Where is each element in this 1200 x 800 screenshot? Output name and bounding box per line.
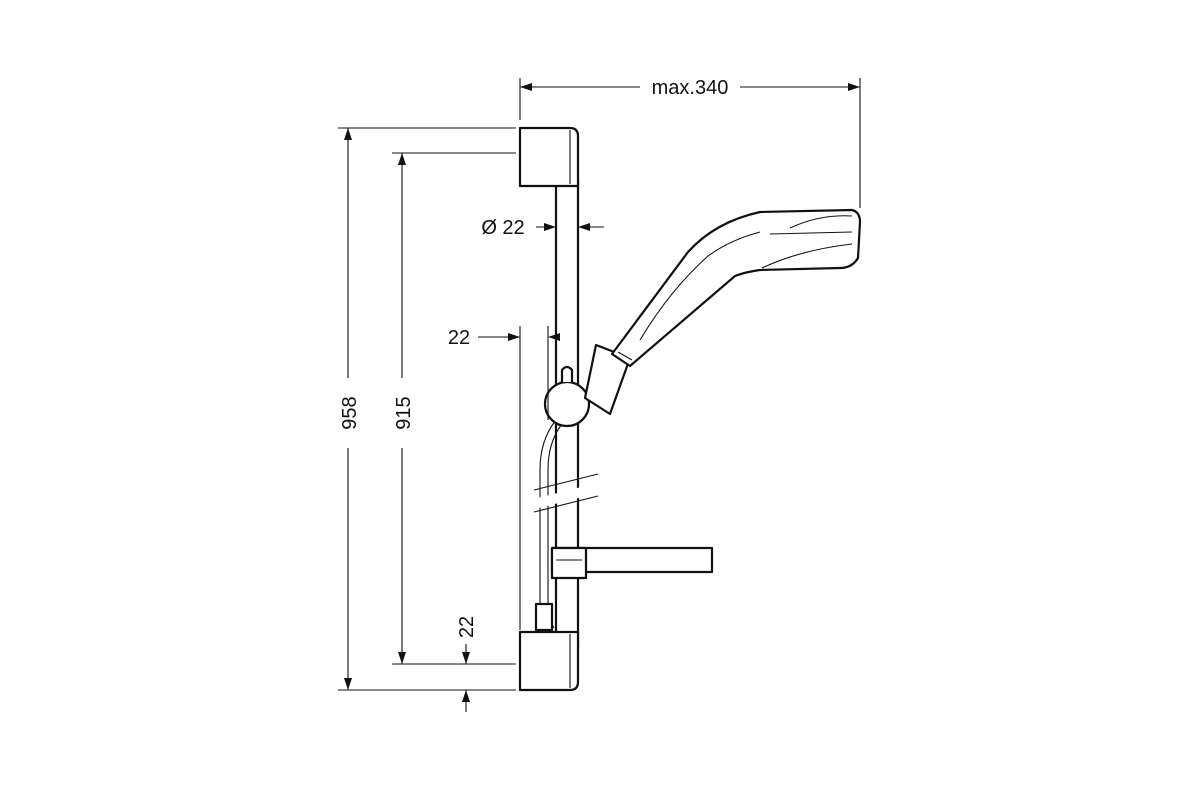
rail-height-label: 915 xyxy=(393,396,415,429)
break-lines xyxy=(533,473,599,513)
hand-shower xyxy=(610,208,862,368)
shower-hose xyxy=(534,419,563,632)
bottom-offset-label: 22 xyxy=(456,616,478,638)
handshower-holder xyxy=(543,343,632,428)
dimension-bottom-offset: 22 xyxy=(456,616,478,712)
soap-dish xyxy=(550,546,714,580)
wall-offset-label: 22 xyxy=(448,327,470,349)
dimension-rail-height: 915 xyxy=(392,152,516,665)
dimension-max-reach: max.340 xyxy=(519,77,861,208)
max-reach-label: max.340 xyxy=(652,77,729,99)
top-wall-bracket xyxy=(518,126,580,188)
rail-diameter-label: Ø 22 xyxy=(481,217,524,239)
dimension-total-height: 958 xyxy=(338,127,516,691)
total-height-label: 958 xyxy=(339,396,361,429)
dimension-rail-diameter: Ø 22 xyxy=(481,217,604,239)
shower-set xyxy=(518,126,862,692)
dimension-wall-offset: 22 xyxy=(448,326,560,630)
bottom-wall-bracket xyxy=(518,630,580,692)
